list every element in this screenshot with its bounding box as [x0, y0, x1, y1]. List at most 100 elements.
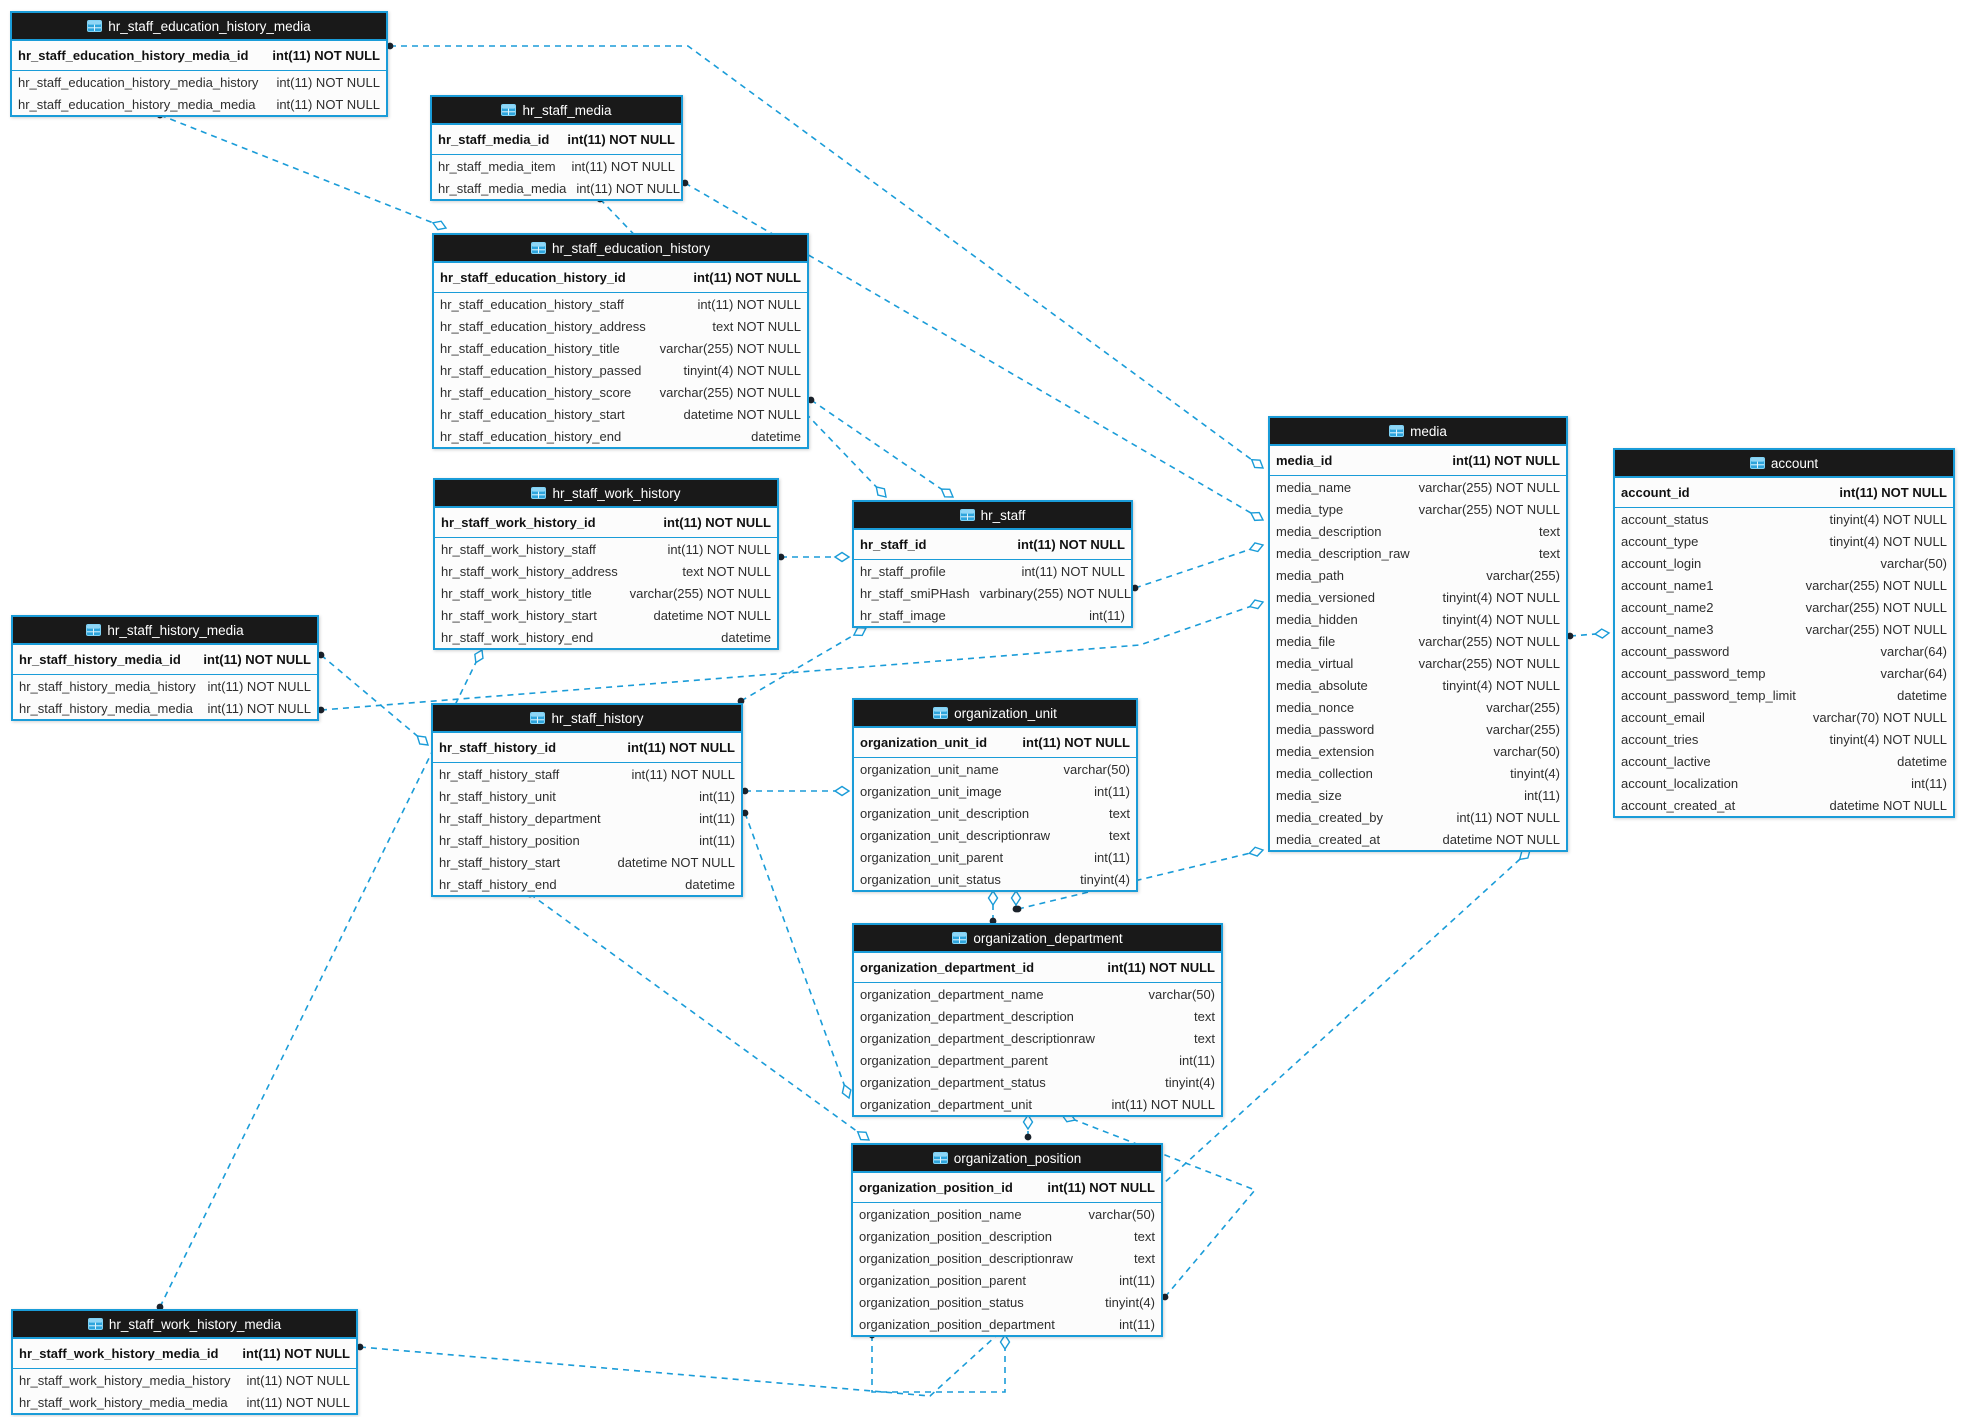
- relationship-line[interactable]: [320, 654, 429, 746]
- table-header[interactable]: hr_staff: [854, 502, 1131, 530]
- relationship-line[interactable]: [1017, 849, 1264, 910]
- relationship-line[interactable]: [359, 849, 1531, 1397]
- table-header[interactable]: hr_staff_education_history: [434, 235, 807, 263]
- table-header[interactable]: media: [1270, 418, 1566, 446]
- relationship-line[interactable]: [810, 399, 954, 498]
- table-hr_staff_education_history_media[interactable]: hr_staff_education_history_media hr_staff…: [10, 11, 388, 117]
- table-header[interactable]: hr_staff_history: [433, 705, 741, 733]
- relationship-line[interactable]: [744, 812, 850, 1099]
- table-header[interactable]: hr_staff_education_history_media: [12, 13, 386, 41]
- table-header[interactable]: hr_staff_work_history: [435, 480, 777, 508]
- relationship-line[interactable]: [159, 649, 483, 1308]
- table-header[interactable]: account: [1615, 450, 1953, 478]
- relationship-line[interactable]: [159, 114, 447, 229]
- relationship-line[interactable]: [740, 627, 867, 702]
- column-row[interactable]: hr_staff_education_history_media_history…: [12, 71, 386, 93]
- relationship-line[interactable]: [1134, 544, 1264, 589]
- table-header[interactable]: hr_staff_media: [432, 97, 681, 125]
- relationship-line[interactable]: [390, 45, 1264, 469]
